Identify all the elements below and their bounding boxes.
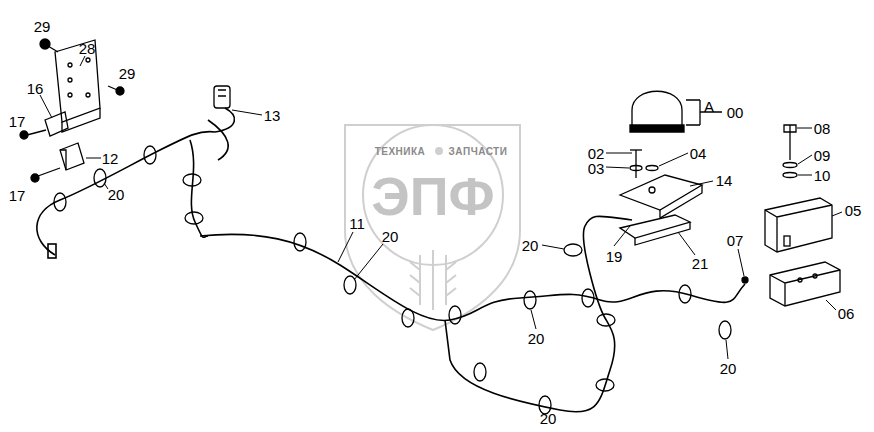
callout-number: 28 <box>79 41 96 56</box>
beacon-lamp <box>630 91 722 132</box>
callout-number: 06 <box>838 306 855 321</box>
callout-number: 10 <box>814 168 831 183</box>
callout-number: 29 <box>119 66 136 81</box>
callout-number: 05 <box>845 203 862 218</box>
callout-number: 21 <box>692 256 709 271</box>
callout-number: 20 <box>528 331 545 346</box>
callout-number: 09 <box>814 148 831 163</box>
callout-number: 12 <box>102 151 119 166</box>
group-letter: A <box>704 99 714 114</box>
callout-number: 17 <box>9 114 26 129</box>
callout-number: 02 <box>588 146 605 161</box>
callout-number: 00 <box>727 105 744 120</box>
control-box <box>765 198 840 306</box>
callout-number: 03 <box>588 161 605 176</box>
leader-lines <box>40 56 842 359</box>
clamps <box>54 146 731 414</box>
wire-harness <box>37 108 745 412</box>
callout-number: 20 <box>522 238 539 253</box>
callout-number: 20 <box>540 411 557 426</box>
callout-number: 11 <box>349 216 365 231</box>
watermark-text: ЭПФ <box>371 169 494 223</box>
callout-number: 29 <box>34 19 51 34</box>
bracket-assembly <box>20 39 124 182</box>
callout-number: 20 <box>108 187 125 202</box>
callout-number: 08 <box>814 121 831 136</box>
callout-number: 13 <box>264 108 281 123</box>
callout-number: 16 <box>27 81 44 96</box>
watermark-text: ТЕХНИКА <box>375 147 426 157</box>
mount-bracket <box>620 125 797 283</box>
watermark-text: ЗАПЧАСТИ <box>449 147 508 157</box>
callout-number: 20 <box>720 361 737 376</box>
callout-number: 07 <box>727 233 744 248</box>
callout-number: 19 <box>606 249 623 264</box>
callout-number: 17 <box>9 188 26 203</box>
callout-number: 04 <box>690 146 707 161</box>
callout-number: 20 <box>382 229 399 244</box>
connector-plug <box>214 86 230 108</box>
watermark-shield <box>345 125 520 330</box>
callout-number: 14 <box>716 173 733 188</box>
